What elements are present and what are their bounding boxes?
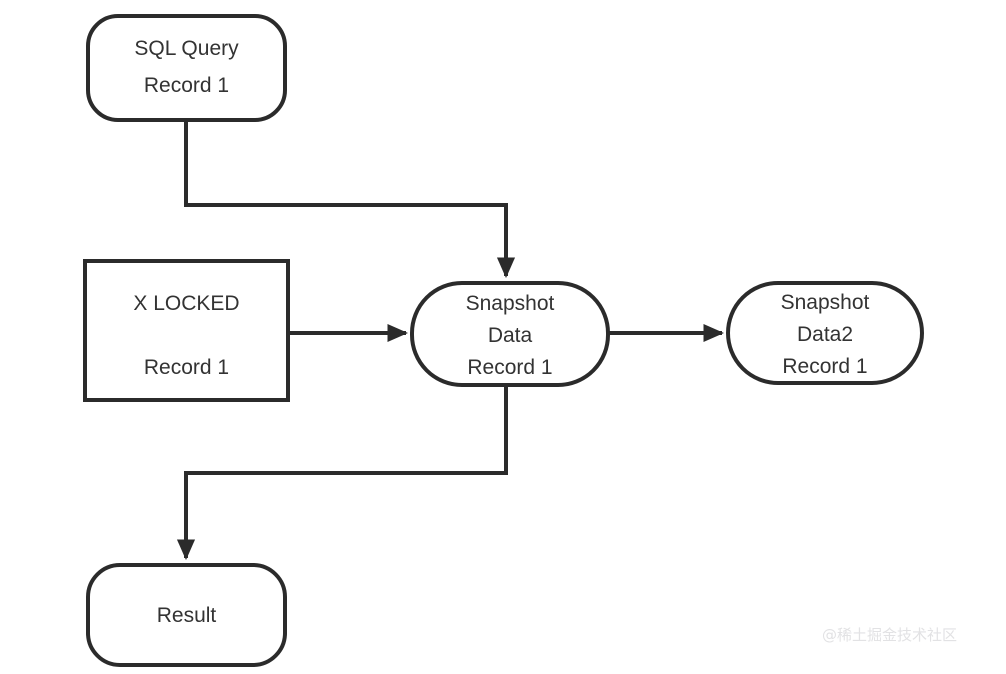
- node-x-locked-line-1: X LOCKED: [133, 292, 239, 315]
- node-snapshot-data2-line-2: Data2: [797, 323, 853, 346]
- node-snapshot-data2[interactable]: Snapshot Data2 Record 1: [726, 281, 924, 385]
- edge-snapshotdata-to-result: [176, 385, 508, 561]
- node-x-locked[interactable]: X LOCKED Record 1: [83, 259, 290, 402]
- node-result-line-1: Result: [157, 604, 217, 627]
- watermark-label: @稀土掘金技术社区: [822, 626, 957, 644]
- node-snapshot-data2-line-1: Snapshot: [781, 291, 870, 314]
- node-snapshot-data[interactable]: Snapshot Data Record 1: [410, 281, 610, 387]
- node-result[interactable]: Result: [86, 563, 287, 667]
- node-snapshot-data-line-3: Record 1: [467, 356, 552, 379]
- node-result-shape[interactable]: [86, 563, 287, 667]
- node-sql-query-line-2: Record 1: [144, 74, 229, 97]
- node-snapshot-data2-line-3: Record 1: [782, 355, 867, 378]
- node-sql-query[interactable]: SQL Query Record 1: [86, 14, 287, 122]
- node-sql-query-line-1: SQL Query: [134, 37, 239, 60]
- node-snapshot-data-line-2: Data: [488, 324, 533, 347]
- node-snapshot-data-line-1: Snapshot: [466, 292, 555, 315]
- edge-layer: [176, 120, 725, 561]
- node-x-locked-line-3: Record 1: [144, 356, 229, 379]
- node-sql-query-shape[interactable]: [86, 14, 287, 122]
- node-snapshot-data2-shape[interactable]: [726, 281, 924, 385]
- node-snapshot-data-shape[interactable]: [410, 281, 610, 387]
- edge-sqlquery-to-snapshotdata: [184, 120, 516, 279]
- node-x-locked-shape[interactable]: [83, 259, 290, 402]
